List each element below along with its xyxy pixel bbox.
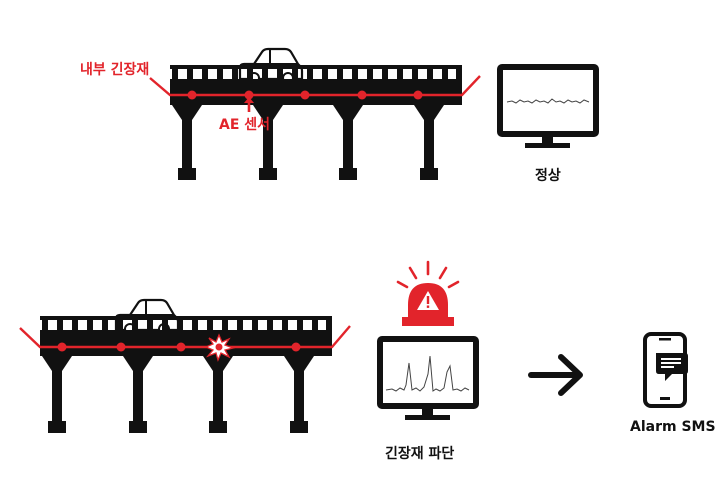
- arrow-right-icon: [528, 354, 583, 396]
- status-fault-label: 긴장재 파단: [385, 445, 454, 462]
- sensor-arrow: [244, 97, 254, 112]
- monitor-icon: [377, 336, 479, 420]
- ae-sensor-label: AE 센서: [219, 117, 270, 133]
- alarm-sms-label: Alarm SMS: [630, 419, 716, 435]
- tendon-label: 내부 긴장재: [80, 61, 149, 78]
- bridge-normal: [149, 47, 481, 180]
- smartphone-message-icon: [643, 332, 688, 408]
- monitor-icon: [497, 64, 599, 148]
- fracture-burst-icon: [204, 333, 236, 362]
- siren-warning-icon: [396, 260, 460, 326]
- status-normal-label: 정상: [535, 167, 561, 184]
- bridge-fault: [19, 298, 351, 433]
